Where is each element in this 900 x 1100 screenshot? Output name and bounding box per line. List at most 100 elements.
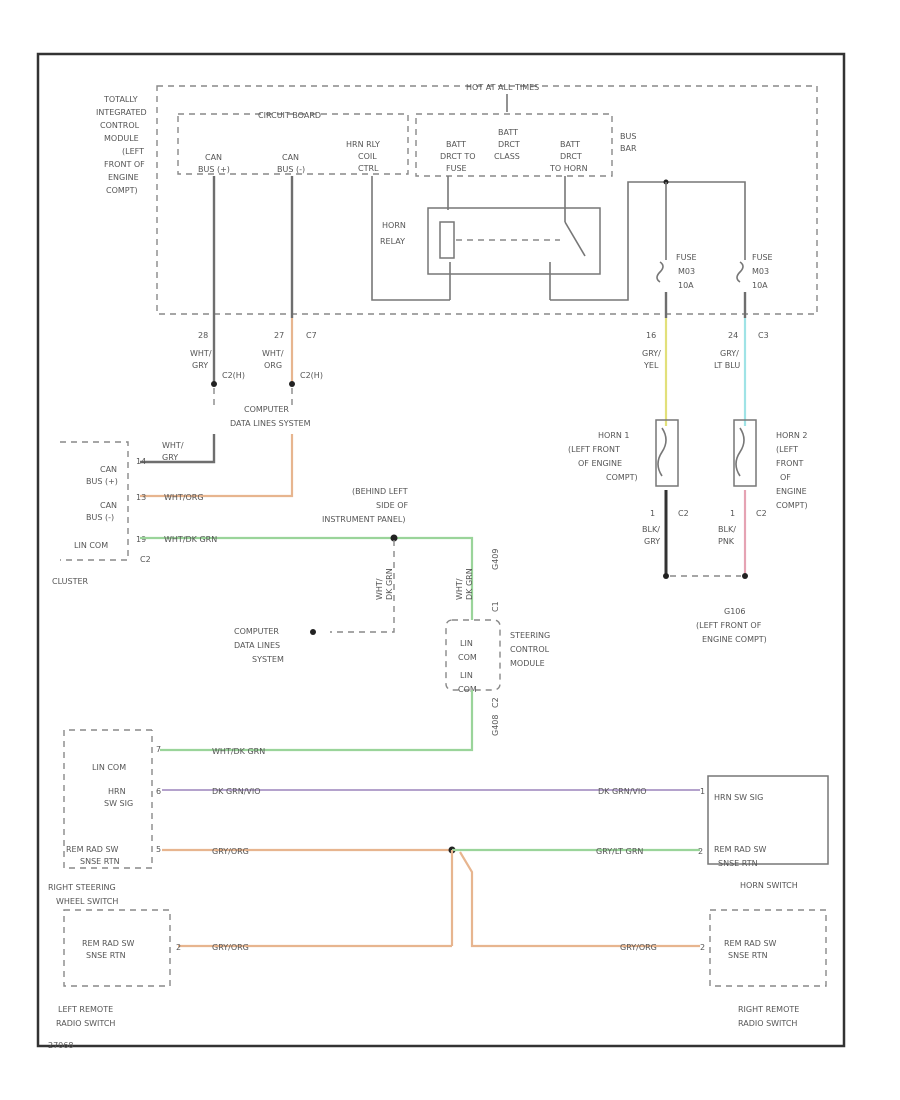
svg-text:RIGHT REMOTE: RIGHT REMOTE bbox=[738, 1005, 799, 1014]
svg-text:10A: 10A bbox=[678, 281, 694, 290]
svg-text:RELAY: RELAY bbox=[380, 237, 405, 246]
horn1-pin: 16 bbox=[646, 331, 656, 340]
scm-pin-top-num: G409 bbox=[491, 549, 500, 570]
wire-org-bottom-label: GRY/ORG bbox=[212, 847, 249, 856]
can-bus-low-terminal: CAN BUS (-) bbox=[277, 153, 305, 174]
svg-text:COMPUTER: COMPUTER bbox=[244, 405, 289, 414]
svg-text:HORN 1: HORN 1 bbox=[598, 431, 630, 440]
diagram-footer-code: 27068 bbox=[48, 1041, 73, 1050]
svg-text:GRY: GRY bbox=[644, 537, 660, 546]
svg-text:REM RAD SW: REM RAD SW bbox=[714, 845, 767, 854]
cluster-label: CLUSTER bbox=[52, 577, 89, 586]
svg-text:HRN RLY: HRN RLY bbox=[346, 140, 380, 149]
rsw-pin-6: 6 bbox=[156, 787, 161, 796]
horn2-gnd-pin: 1 bbox=[730, 509, 735, 518]
svg-text:SNSE RTN: SNSE RTN bbox=[718, 859, 758, 868]
tipm-label: TOTALLY INTEGRATED CONTROL MODULE (LEFT … bbox=[96, 95, 147, 195]
right-remote-radio-switch bbox=[709, 909, 827, 987]
svg-text:SIDE OF: SIDE OF bbox=[376, 501, 408, 510]
cluster-pin-14: 14 bbox=[136, 457, 146, 466]
svg-text:BATT: BATT bbox=[446, 140, 466, 149]
splice-wire-left-label: WHT/ DK GRN bbox=[375, 568, 394, 600]
svg-text:MODULE: MODULE bbox=[104, 134, 139, 143]
horn-2 bbox=[733, 419, 757, 487]
svg-text:REM RAD SW: REM RAD SW bbox=[66, 845, 119, 854]
lrs-pin-2: 2 bbox=[176, 943, 181, 952]
svg-text:FRONT: FRONT bbox=[776, 459, 803, 468]
horn-relay-box bbox=[427, 207, 601, 275]
svg-text:CAN: CAN bbox=[100, 501, 117, 510]
horn-relay-switch bbox=[564, 221, 586, 257]
hot-at-all-times-label: HOT AT ALL TIMES bbox=[466, 83, 539, 92]
horn-switch-pin-1: 1 bbox=[700, 787, 705, 796]
diagram-frame bbox=[36, 52, 846, 1048]
svg-text:HORN: HORN bbox=[382, 221, 406, 230]
svg-text:SNSE RTN: SNSE RTN bbox=[86, 951, 126, 960]
rsw-title: RIGHT STEERING WHEEL SWITCH bbox=[48, 883, 118, 906]
fuse-horn2: FUSE M03 10A bbox=[736, 253, 773, 290]
horn1-label: HORN 1 (LEFT FRONT OF ENGINE COMPT) bbox=[568, 431, 638, 482]
rrs-pin-2: 2 bbox=[700, 943, 705, 952]
svg-text:COMPT): COMPT) bbox=[606, 473, 638, 482]
svg-text:(BEHIND LEFT: (BEHIND LEFT bbox=[352, 487, 408, 496]
horn1-conn: C2 bbox=[678, 509, 689, 518]
svg-text:SNSE RTN: SNSE RTN bbox=[728, 951, 768, 960]
wire-purple-right-label: DK GRN/VIO bbox=[598, 787, 647, 796]
batt-fuse-terminal-2: BATT DRCT CLASS bbox=[494, 128, 520, 161]
svg-text:LEFT REMOTE: LEFT REMOTE bbox=[58, 1005, 113, 1014]
wire-green-bottom-label: WHT/DK GRN bbox=[212, 747, 265, 756]
svg-text:(LEFT: (LEFT bbox=[776, 445, 798, 454]
svg-text:(LEFT FRONT: (LEFT FRONT bbox=[568, 445, 620, 454]
cluster-conn-c2: C2 bbox=[140, 555, 151, 564]
cluster-can-low: CAN BUS (-) bbox=[86, 501, 117, 522]
rsw-rem-rad-sw: REM RAD SW SNSE RTN bbox=[66, 845, 120, 866]
cluster-box bbox=[60, 441, 129, 561]
svg-text:HRN: HRN bbox=[108, 787, 126, 796]
svg-text:ENGINE: ENGINE bbox=[776, 487, 807, 496]
svg-text:INTEGRATED: INTEGRATED bbox=[96, 108, 147, 117]
svg-text:WHT/: WHT/ bbox=[262, 349, 284, 358]
svg-text:COMPUTER: COMPUTER bbox=[234, 627, 279, 636]
svg-text:COMPT): COMPT) bbox=[106, 186, 138, 195]
svg-text:G106: G106 bbox=[724, 607, 745, 616]
horn-1 bbox=[655, 419, 679, 487]
svg-text:CLASS: CLASS bbox=[494, 152, 520, 161]
circuit-board-box bbox=[177, 113, 409, 175]
wire-27-label: WHT/ ORG bbox=[262, 349, 284, 370]
svg-text:DRCT TO: DRCT TO bbox=[440, 152, 476, 161]
wire-lin-rsw bbox=[160, 690, 474, 752]
wire-purple-left-label: DK GRN/VIO bbox=[212, 787, 261, 796]
horn-relay-coil bbox=[439, 221, 455, 259]
svg-text:ENGINE: ENGINE bbox=[108, 173, 139, 182]
behind-panel-label: (BEHIND LEFT SIDE OF INSTRUMENT PANEL) bbox=[322, 487, 408, 524]
computer-data-lines-label-2: COMPUTER DATA LINES SYSTEM bbox=[234, 627, 284, 664]
svg-text:COMPT): COMPT) bbox=[776, 501, 808, 510]
splice-behind-panel bbox=[390, 534, 398, 542]
horn1-gnd-pin: 1 bbox=[650, 509, 655, 518]
pin-c7: C7 bbox=[306, 331, 317, 340]
bus-bar-label: BUS BAR bbox=[620, 132, 637, 153]
svg-text:GRY/: GRY/ bbox=[642, 349, 661, 358]
svg-text:REM RAD SW: REM RAD SW bbox=[724, 939, 777, 948]
horn-relay-label: HORN RELAY bbox=[380, 221, 406, 246]
rsw-pin-7: 7 bbox=[156, 745, 161, 754]
svg-text:LT BLU: LT BLU bbox=[714, 361, 740, 370]
rrs-wire-label: GRY/ORG bbox=[620, 943, 657, 952]
svg-text:DK GRN: DK GRN bbox=[465, 568, 474, 600]
pin-28: 28 bbox=[198, 331, 208, 340]
svg-text:BATT: BATT bbox=[498, 128, 518, 137]
svg-text:OF: OF bbox=[780, 473, 791, 482]
batt-fuse-terminal-3: BATT DRCT TO HORN bbox=[549, 140, 588, 173]
right-steering-wheel-switch bbox=[63, 729, 153, 869]
horn-switch-pin-2: 2 bbox=[698, 847, 703, 856]
fuse-horn1: FUSE M03 10A bbox=[656, 253, 697, 290]
svg-text:FUSE: FUSE bbox=[676, 253, 697, 262]
wire-lin-cluster bbox=[140, 536, 474, 620]
svg-text:YEL: YEL bbox=[643, 361, 659, 370]
svg-text:TO HORN: TO HORN bbox=[549, 164, 588, 173]
svg-text:CONTROL: CONTROL bbox=[100, 121, 140, 130]
svg-text:CAN: CAN bbox=[100, 465, 117, 474]
svg-text:BUS (+): BUS (+) bbox=[86, 477, 118, 486]
svg-text:STEERING: STEERING bbox=[510, 631, 550, 640]
scm-lin-com-2: LIN COM bbox=[458, 671, 477, 694]
